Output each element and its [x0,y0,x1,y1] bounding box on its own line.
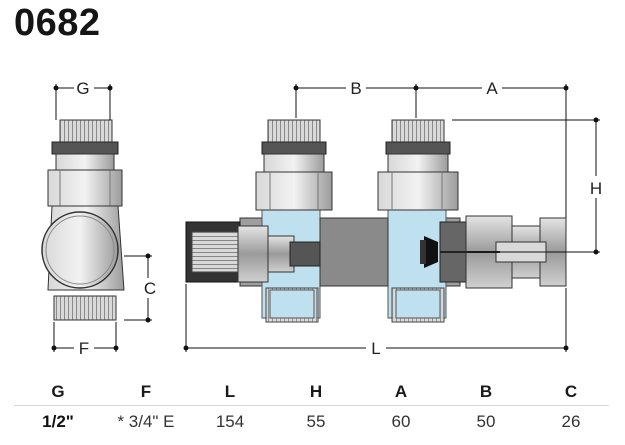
product-code: 0682 [14,2,101,44]
header-F: F [140,382,152,401]
dimension-L: L [183,284,569,358]
value-L: 154 [215,412,245,431]
header-A: A [394,382,408,401]
value-H: 55 [306,412,326,431]
dim-label-C: C [144,279,156,298]
table-divider [14,405,609,406]
dim-label-A: A [486,79,498,98]
dim-label-H: H [590,179,602,198]
value-G: 1/2" [42,412,74,431]
side-view [41,119,125,321]
dim-label-G: G [76,79,89,98]
header-B: B [479,382,493,401]
dimension-A: A [416,78,569,218]
front-section-view [185,119,567,323]
header-H: H [309,382,323,401]
dim-label-F: F [79,339,89,358]
dim-label-L: L [371,339,380,358]
spec-values-row: 1/2" * 3/4" E 154 55 60 50 26 [0,412,625,436]
dimension-F: F [51,322,119,358]
dim-label-B: B [350,79,361,98]
value-A: 60 [391,412,411,431]
header-L: L [224,382,236,401]
dimension-B: B [293,78,419,118]
value-C: 26 [561,412,581,431]
value-F: * 3/4" E [117,412,175,431]
dimension-G: G [53,78,113,120]
value-B: 50 [476,412,496,431]
spec-header-row: G F L H A B C [0,382,625,406]
header-G: G [51,382,65,401]
dimension-H: H [452,117,606,255]
dimension-C: C [124,253,158,323]
header-C: C [564,382,578,401]
